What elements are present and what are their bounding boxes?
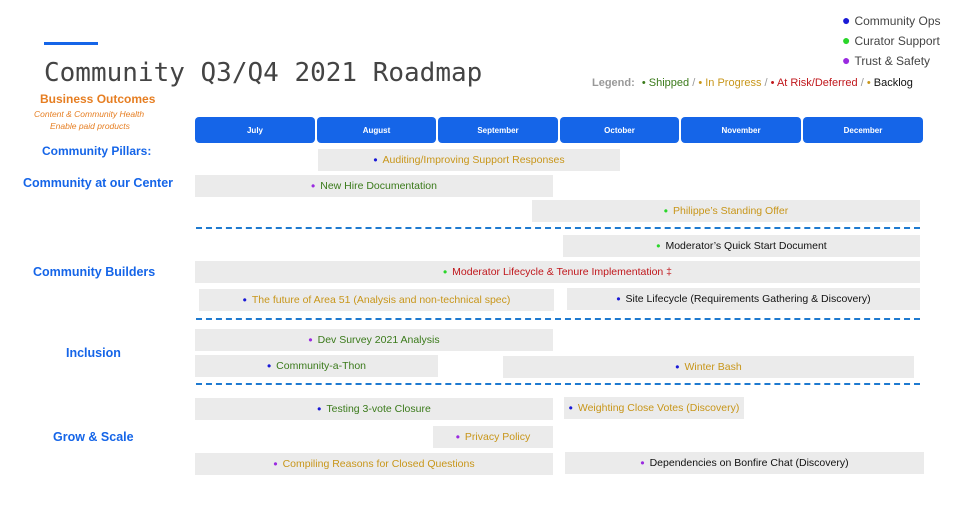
roadmap-item-testing-3-vote-closure[interactable]: • Testing 3-vote Closure [195,398,553,420]
community-pillars-heading: Community Pillars: [42,144,152,158]
legend-category-trust-safety: ●Trust & Safety [842,52,930,68]
community-ops-dot-icon: • [675,360,680,374]
roadmap-item-label: Community-a-Thon [276,360,367,372]
row-divider [196,318,920,320]
roadmap-item-site-lifecycle[interactable]: • Site Lifecycle (Requirements Gathering … [567,288,920,310]
roadmap-item-moderators-quick-start-document[interactable]: • Moderator’s Quick Start Document [563,235,920,257]
month-header-july: July [195,117,315,143]
business-outcome-item: Enable paid products [50,121,130,131]
legend-category-label: Curator Support [854,34,940,48]
roadmap-item-label: The future of Area 51 (Analysis and non-… [251,294,511,306]
curator-support-dot-icon: • [442,265,448,279]
month-header-november: November [681,117,801,143]
legend-category-label: Community Ops [854,14,941,28]
title-accent-line [44,42,98,45]
roadmap-item-label: Moderator Lifecycle & Tenure Implementat… [452,266,673,278]
row-label-community-builders: Community Builders [33,265,156,279]
roadmap-item-label: Winter Bash [684,361,742,373]
roadmap-item-future-of-area-51[interactable]: • The future of Area 51 (Analysis and non… [199,289,554,311]
legend-category-label: Trust & Safety [854,54,931,68]
status-in-progress-dot-icon: • [698,77,703,89]
roadmap-item-label: Auditing/Improving Support Responses [382,154,565,166]
roadmap-item-weighting-close-votes[interactable]: • Weighting Close Votes (Discovery) [564,397,744,419]
curator-support-dot-icon: • [656,239,661,253]
roadmap-item-philippes-standing-offer[interactable]: • Philippe’s Standing Offer [532,200,920,222]
roadmap-item-new-hire-documentation[interactable]: • New Hire Documentation [195,175,553,197]
roadmap-item-label: Moderator’s Quick Start Document [665,240,827,252]
month-header-august: August [317,117,436,143]
trust-safety-dot-icon: • [640,456,645,470]
trust-safety-dot-icon: • [311,179,316,193]
roadmap-item-label: Compiling Reasons for Closed Questions [282,458,475,470]
status-shipped-dot-icon: • [641,77,646,89]
status-backlog-dot-icon: • [866,77,871,89]
status-in-progress: In Progress [705,77,762,89]
status-at-risk-dot-icon: • [770,77,775,89]
status-backlog: Backlog [873,77,913,89]
curator-support-dot-icon: ● [842,32,851,48]
legend-category-curator-support: ●Curator Support [842,32,940,48]
roadmap-item-compiling-reasons-closed-questions[interactable]: • Compiling Reasons for Closed Questions [195,453,553,475]
roadmap-item-dev-survey-2021-analysis[interactable]: • Dev Survey 2021 Analysis [195,329,553,351]
community-ops-dot-icon: • [317,402,322,416]
roadmap-item-label: Weighting Close Votes (Discovery) [577,402,740,414]
roadmap-item-label: New Hire Documentation [320,180,437,192]
roadmap-item-winter-bash[interactable]: • Winter Bash [503,356,914,378]
row-divider [196,227,920,229]
community-ops-dot-icon: • [373,153,378,167]
roadmap-item-label: Testing 3-vote Closure [326,403,431,415]
row-divider [196,383,920,385]
month-header-october: October [560,117,679,143]
month-header-december: December [803,117,923,143]
roadmap-item-label: Dependencies on Bonfire Chat (Discovery) [649,457,849,469]
roadmap-item-label: Site Lifecycle (Requirements Gathering &… [625,293,871,305]
roadmap-item-auditing-support-responses[interactable]: • Auditing/Improving Support Responses [318,149,620,171]
roadmap-item-label: Dev Survey 2021 Analysis [317,334,440,346]
trust-safety-dot-icon: • [273,457,278,471]
community-ops-dot-icon: • [616,292,621,306]
roadmap-item-dependencies-bonfire-chat[interactable]: • Dependencies on Bonfire Chat (Discovery… [565,452,924,474]
curator-support-dot-icon: • [663,204,668,218]
trust-safety-dot-icon: • [308,333,313,347]
row-label-inclusion: Inclusion [66,346,121,360]
page-title: Community Q3/Q4 2021 Roadmap [44,58,483,88]
community-ops-dot-icon: • [568,401,573,415]
trust-safety-dot-icon: ● [842,52,851,68]
business-outcomes-heading: Business Outcomes [40,92,156,106]
roadmap-item-moderator-lifecycle-tenure[interactable]: • Moderator Lifecycle & Tenure Implementa… [195,261,920,283]
roadmap-item-label: Privacy Policy [464,431,531,443]
community-ops-dot-icon: • [242,293,247,307]
row-label-grow-and-scale: Grow & Scale [53,430,134,444]
status-legend: Legend: • Shipped / • In Progress / • At… [592,77,913,89]
community-ops-dot-icon: • [266,359,272,373]
status-shipped: Shipped [648,77,690,89]
legend-category-community-ops: ●Community Ops [842,12,941,28]
roadmap-item-community-a-thon[interactable]: • Community-a-Thon [195,355,438,377]
roadmap-item-label: Philippe’s Standing Offer [673,205,789,217]
row-label-community-at-our-center: Community at our Center [23,176,174,190]
trust-safety-dot-icon: • [455,430,460,444]
roadmap-item-privacy-policy[interactable]: • Privacy Policy [433,426,553,448]
status-at-risk: At Risk/Deferred [776,77,858,89]
community-ops-dot-icon: ● [842,12,851,28]
status-legend-label: Legend: [592,77,635,89]
business-outcome-item: Content & Community Health [34,109,145,119]
month-header-september: September [438,117,558,143]
